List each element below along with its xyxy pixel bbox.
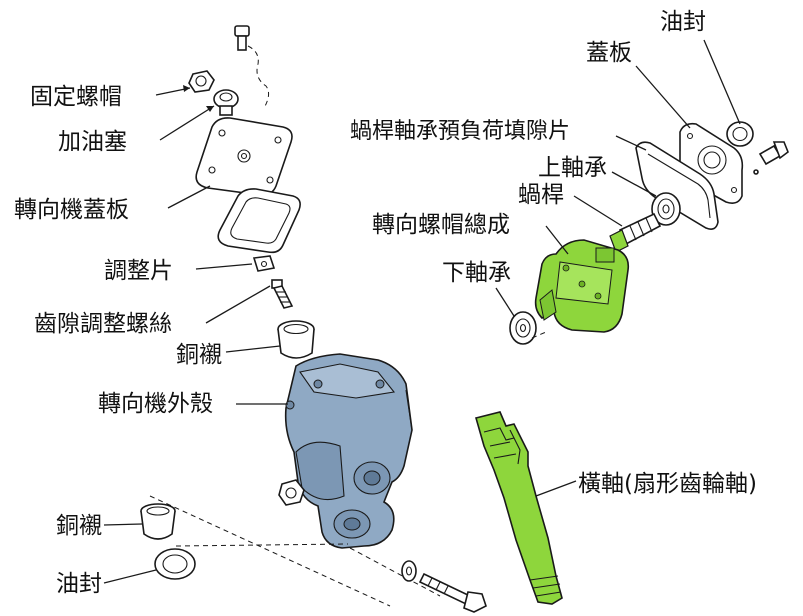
bottom-bolt-part — [418, 572, 487, 613]
cover-bolt-part — [753, 141, 789, 175]
label-retaining-nut: 固定螺帽 — [30, 84, 122, 110]
label-cover-plate: 蓋板 — [586, 40, 632, 66]
lower-bushing-part — [140, 503, 176, 540]
gasket-part — [217, 188, 301, 254]
ball-nut-assembly-part — [534, 239, 630, 333]
lower-oil-seal-part — [154, 548, 196, 580]
label-lash-adjuster-screw: 齒隙調整螺絲 — [34, 311, 172, 337]
label-bushing-upper: 銅襯 — [176, 342, 222, 368]
label-gear-housing: 轉向機外殼 — [98, 391, 213, 417]
label-bushing-lower: 銅襯 — [56, 513, 102, 539]
lower-bearing-part — [509, 311, 537, 345]
label-worm: 蝸桿 — [518, 182, 564, 208]
upper-bushing-part — [277, 320, 315, 359]
adjuster-screw-part — [271, 279, 294, 309]
label-lower-bearing: 下軸承 — [442, 260, 511, 286]
shim-part — [252, 255, 276, 272]
label-gear-cover: 轉向機蓋板 — [14, 197, 129, 223]
label-oil-seal-lower: 油封 — [56, 571, 102, 597]
lower-nut-part — [278, 479, 305, 506]
upper-bearing-part — [651, 192, 681, 226]
filler-plug-part — [213, 89, 239, 116]
leader-lines — [103, 39, 741, 584]
worm-shaft-part — [609, 212, 662, 253]
retaining-nut-part — [188, 70, 215, 93]
sector-shaft-part — [475, 411, 563, 605]
label-oil-seal-top: 油封 — [660, 9, 706, 35]
bottom-washer-part — [401, 560, 417, 582]
gear-cover-part — [195, 117, 293, 196]
label-ball-nut-assembly: 轉向螺帽總成 — [372, 212, 510, 238]
label-upper-bearing: 上軸承 — [538, 155, 607, 181]
label-filler-plug: 加油塞 — [58, 129, 127, 155]
label-worm-preload-shim: 蝸桿軸承預負荷填隙片 — [350, 119, 571, 144]
label-shim: 調整片 — [104, 258, 173, 284]
top-bolt — [234, 25, 270, 109]
gear-housing-part — [284, 353, 413, 549]
top-oil-seal-part — [726, 121, 754, 147]
label-sector-shaft: 橫軸(扇形齒輪軸) — [578, 471, 757, 497]
